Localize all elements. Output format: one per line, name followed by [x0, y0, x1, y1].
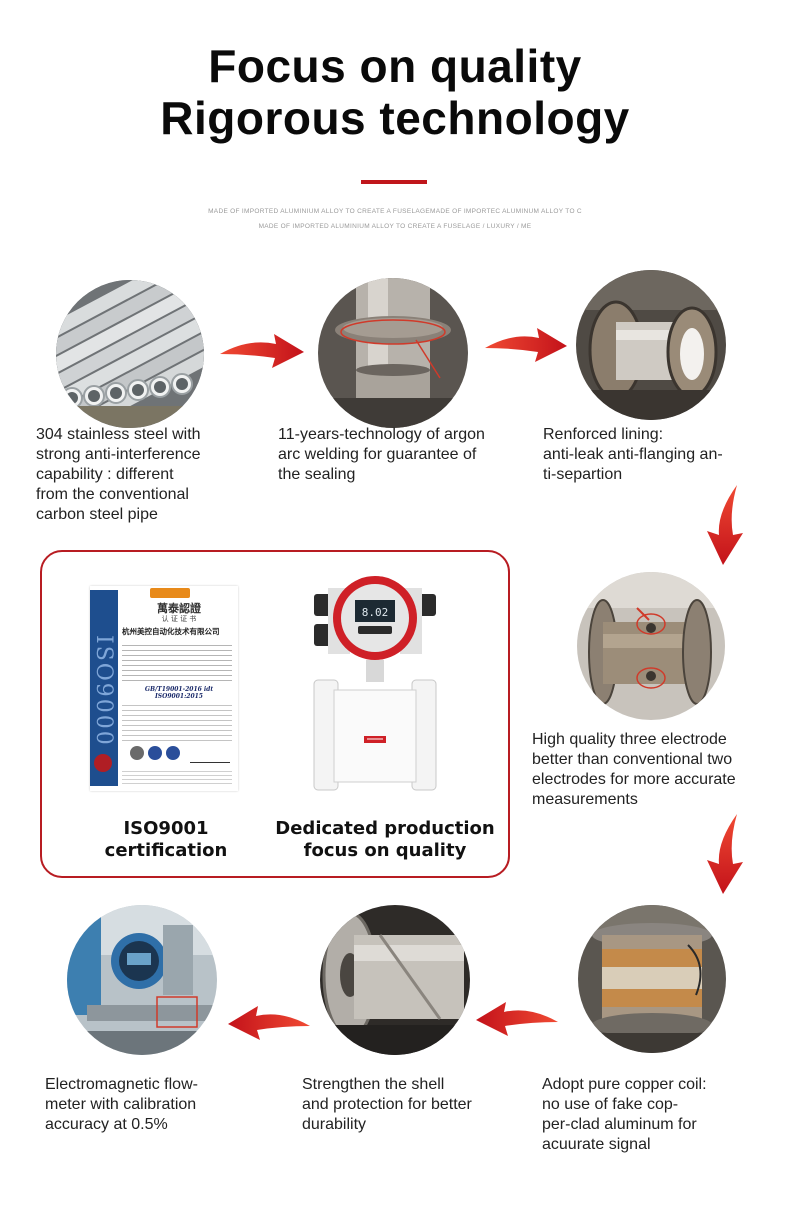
argon-welding-photo	[318, 278, 468, 428]
arrow-right-icon	[220, 334, 304, 368]
three-electrode-photo	[577, 572, 725, 720]
meter-display-reading: 8.02	[362, 606, 389, 619]
flowmeter-product-image: 8.02	[313, 576, 437, 791]
title-line-2: Rigorous technology	[160, 92, 630, 144]
cert-subtitle: 认 证 证 书	[161, 615, 197, 623]
arrow-down-icon	[707, 485, 743, 565]
caption-calibration: Electromagnetic flow- meter with calibra…	[45, 1076, 198, 1133]
small-print-line-1: MADE OF IMPORTED ALUMINIUM ALLOY TO CREA…	[208, 208, 582, 215]
arrow-down-icon	[707, 814, 743, 894]
caption-coil: Adopt pure copper coil: no use of fake c…	[542, 1076, 707, 1153]
stainless-pipes-photo	[56, 280, 204, 428]
copper-coil-photo	[578, 905, 726, 1053]
cert-side-text: ISO9000	[91, 635, 116, 747]
arrow-left-icon	[228, 1006, 310, 1040]
calibration-photo	[67, 905, 217, 1055]
caption-shell: Strengthen the shell and protection for …	[302, 1076, 472, 1133]
iso-caption: ISO9001 certification	[104, 818, 228, 861]
caption-lining: Renforced lining: anti-leak anti-flangin…	[543, 426, 723, 483]
cert-logo-icon	[150, 588, 190, 598]
title-underline	[361, 180, 427, 184]
shell-photo	[320, 905, 470, 1055]
cert-company: 杭州美控自动化技术有限公司	[122, 627, 220, 636]
caption-electrode: High quality three electrode better than…	[532, 731, 736, 808]
cert-brand: 萬泰認證	[157, 602, 201, 615]
small-print-line-2: MADE OF IMPORTED ALUMINIUM ALLOY TO CREA…	[258, 223, 532, 230]
arrow-right-icon	[485, 328, 567, 362]
iso-certificate-image: ISO9000 萬泰認證 认 证 证 书 杭州美控自动化技术有限公司 GB/T1…	[90, 586, 238, 791]
certification-panel	[40, 550, 510, 878]
title-line-1: Focus on quality	[208, 40, 582, 92]
cert-standard: GB/T19001-2016 idt ISO9001:2015	[144, 686, 214, 700]
product-caption: Dedicated production focus on quality	[275, 818, 495, 861]
caption-pipes: 304 stainless steel with strong anti-int…	[36, 426, 201, 523]
caption-welding: 11-years-technology of argon arc welding…	[278, 426, 485, 483]
reinforced-lining-photo	[576, 270, 726, 420]
arrow-left-icon	[476, 1002, 558, 1036]
